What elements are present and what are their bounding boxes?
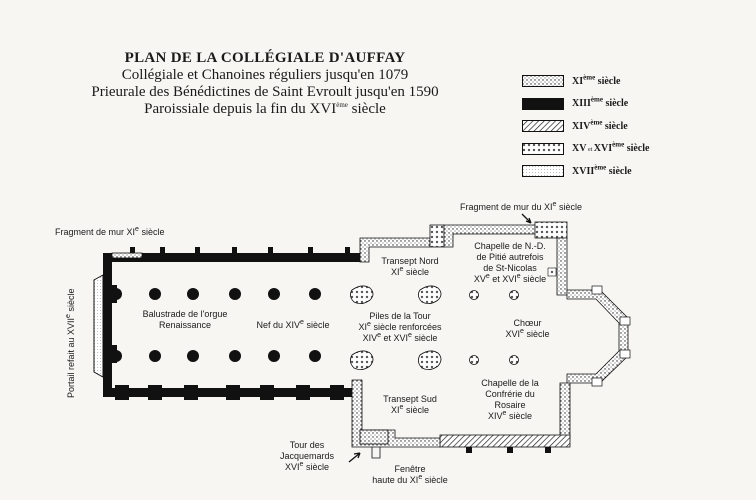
legend-swatch-stipple — [522, 165, 564, 178]
legend-swatch-solid — [522, 97, 564, 110]
tower-piers — [350, 285, 442, 370]
south-choir-wall — [439, 382, 571, 453]
label-nef: Nef du XIVe siècle — [256, 319, 330, 330]
label-piles: Piles de la Tour XIe siècle renforcées X… — [358, 311, 442, 343]
nave-columns — [110, 288, 321, 362]
legend-swatch-hatch — [522, 120, 564, 133]
arrow-tour-jacquemards — [348, 452, 361, 463]
label-transept-nord: Transept Nord XIe siècle — [381, 256, 439, 277]
west-facade — [93, 253, 117, 397]
label-choeur: Chœur XVIe siècle — [505, 318, 550, 339]
south-buttresses — [115, 385, 344, 400]
label-fenetre: Fenêtre haute du XIe siècle — [372, 464, 448, 485]
label-tour-jacquemards: Tour des Jacquemards XVIe siècle — [279, 440, 335, 472]
label-fragment-right: Fragment de mur du XIe siècle — [460, 201, 582, 212]
apse-walls — [566, 285, 631, 387]
plan-subtitle-1: Collégiale et Chanoines réguliers jusqu'… — [121, 67, 409, 83]
label-balustrade: Balustrade de l'orgue Renaissance — [142, 309, 228, 330]
arrow-fragment-right — [521, 213, 532, 224]
xi-wall-fragment-north — [111, 252, 143, 259]
legend-swatch-dots — [522, 75, 564, 88]
window-outline — [371, 447, 381, 459]
legend: XIème siècle XIIIème siècle XIVème siècl… — [522, 70, 752, 183]
legend-swatch-cross — [522, 142, 564, 155]
north-buttresses — [130, 247, 350, 253]
north-transept-walls — [359, 221, 568, 296]
legend-item-xiii: XIIIème siècle — [522, 93, 752, 116]
legend-item-xiv: XIVème siècle — [522, 115, 752, 138]
label-chapelle-confrerie: Chapelle de la Confrérie du Rosaire XIVe… — [481, 378, 539, 421]
plan-title: PLAN DE LA COLLÉGIALE D'AUFFAY — [124, 50, 406, 66]
label-portail: Portail refait au XVIIe siècle — [65, 288, 76, 398]
plan-title-block: PLAN DE LA COLLÉGIALE D'AUFFAY Collégial… — [60, 50, 470, 118]
label-fragment-left: Fragment de mur XIe siècle — [55, 226, 165, 237]
label-transept-sud: Transept Sud XIe siècle — [383, 394, 437, 415]
plan-subtitle-2: Prieurale des Bénédictines de Saint Evro… — [91, 84, 439, 100]
legend-item-xv-xvi: XV et XVIème siècle — [522, 138, 752, 161]
plan-subtitle-3: Paroissiale depuis la fin du XVIème sièc… — [144, 101, 386, 117]
label-chapelle-nd: Chapelle de N.-D. de Pitié autrefois de … — [473, 241, 547, 284]
south-transept-walls — [351, 379, 441, 448]
legend-item-xi: XIème siècle — [522, 70, 752, 93]
legend-item-xvii: XVIIème siècle — [522, 160, 752, 183]
nave-north-wall — [108, 253, 360, 262]
choir-columns — [469, 290, 519, 365]
